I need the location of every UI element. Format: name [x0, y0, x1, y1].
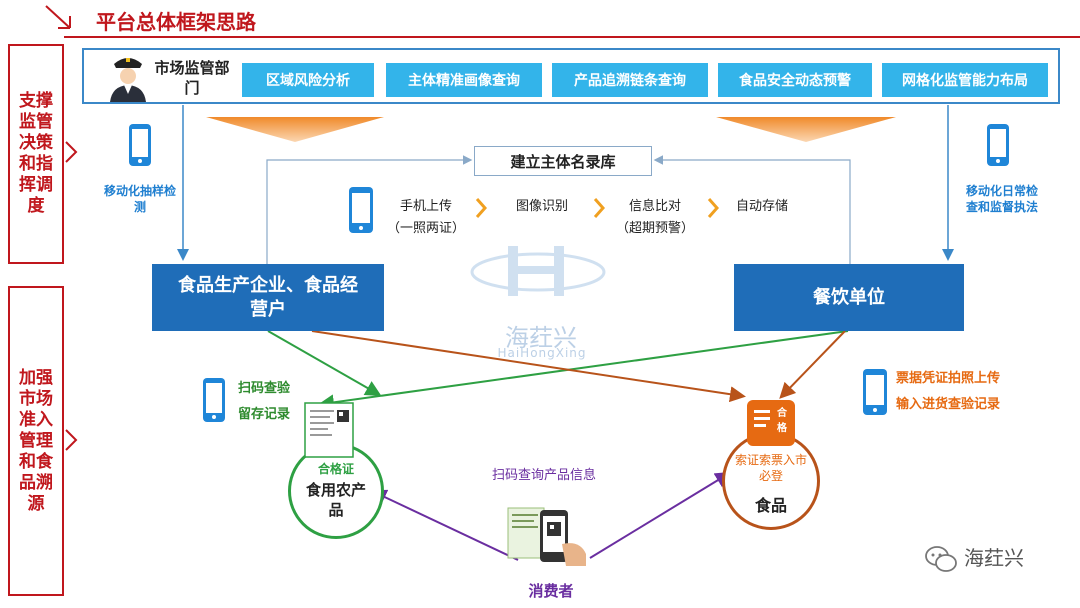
agri-product-name: 食用农产品: [305, 481, 366, 519]
watermark-logo: [470, 246, 606, 296]
function-safety-alert-button[interactable]: 食品安全动态预警: [718, 63, 872, 97]
flow-step-recognize: 图像识别: [515, 199, 568, 214]
mobile-phone-icon: [863, 369, 887, 415]
left-mobile-label: 移动化抽样检测: [104, 184, 177, 214]
scan-verify-label: 扫码查验 留存记录: [238, 381, 291, 422]
officer-icon: [110, 58, 146, 102]
consumer-query-label: 扫码查询产品信息: [491, 468, 596, 483]
flow-step-store: 自动存储: [735, 199, 788, 214]
watermark-pinyin: HaiHongXing: [497, 346, 587, 360]
corner-arrow-icon: [45, 5, 71, 29]
wechat-icon: [925, 546, 957, 572]
mobile-phone-icon: [129, 124, 151, 166]
certificate-icon: [304, 402, 354, 458]
function-region-risk-button[interactable]: 区域风险分析: [242, 63, 374, 97]
sidebar-bottom-label: 加强市场准入管理和食品溯源: [19, 367, 53, 514]
regulator-label: 市场监管部门: [154, 59, 230, 97]
chevron-right-icon: [65, 429, 78, 451]
chevron-right-icon: [707, 198, 720, 218]
function-profile-query-button[interactable]: 主体精准画像查询: [386, 63, 542, 97]
receipt-upload-label: 票据凭证拍照上传 输入进货查验记录: [896, 371, 1001, 412]
producer-box: 食品生产企业、食品经营户: [152, 264, 384, 331]
sidebar-top-label: 支撑监管决策和指挥调度: [19, 91, 53, 216]
catering-box: 餐饮单位: [734, 264, 964, 331]
scan-phone-icon: [507, 507, 586, 566]
title-divider: [64, 36, 1080, 38]
flow-step-upload: 手机上传 （一照两证）: [386, 199, 465, 236]
chevron-right-icon: [65, 141, 78, 163]
food-name: 食品: [754, 496, 787, 515]
mobile-phone-icon: [349, 187, 373, 233]
chevron-right-icon: [593, 198, 606, 218]
mobile-phone-icon: [987, 124, 1009, 166]
sidebar-top-box: 支撑监管决策和指挥调度: [8, 44, 64, 264]
brand-name: 海荭兴: [964, 546, 1024, 570]
function-grid-layout-button[interactable]: 网格化监管能力布局: [882, 63, 1048, 97]
funnel-left: [206, 117, 384, 142]
agri-badge: 合格证: [317, 462, 354, 476]
right-mobile-label: 移动化日常检查和监督执法: [965, 184, 1038, 214]
registry-box: 建立主体名录库: [474, 146, 652, 176]
page-title: 平台总体框架思路: [96, 10, 256, 34]
agri-product-circle: [288, 443, 384, 539]
consumer-label: 消费者: [528, 582, 574, 600]
watermark-name: 海荭兴: [505, 324, 577, 352]
function-trace-query-button[interactable]: 产品追溯链条查询: [552, 63, 708, 97]
sidebar-bottom-box: 加强市场准入管理和食品溯源: [8, 286, 64, 596]
flow-step-compare: 信息比对 （超期预警）: [615, 199, 694, 236]
mobile-phone-icon: [203, 378, 225, 422]
food-caption: 索证索票入市必登: [734, 453, 807, 483]
qualified-badge-icon: 合格: [747, 400, 795, 446]
chevron-right-icon: [475, 198, 488, 218]
funnel-right: [716, 117, 896, 142]
